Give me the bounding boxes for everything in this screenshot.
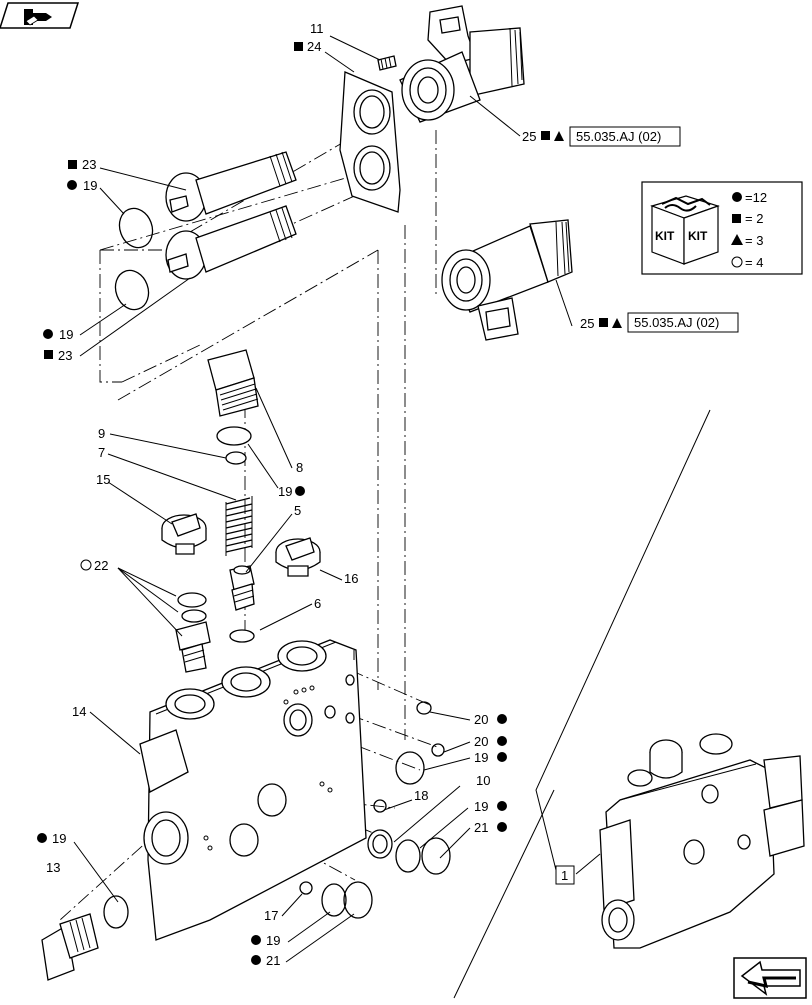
- ref-box-upper: [569, 126, 681, 147]
- square-marker: [541, 131, 550, 140]
- triangle-marker: [612, 318, 622, 328]
- callout-10: 10: [476, 773, 490, 788]
- valve-body: [139, 639, 367, 941]
- callout-21b: 21: [266, 953, 280, 968]
- spool-upper: [165, 151, 297, 222]
- callout-14: 14: [72, 704, 86, 719]
- callout-5: 5: [294, 503, 301, 518]
- dot-marker: [251, 955, 261, 965]
- plug: [207, 349, 259, 417]
- callout-19e: 19: [474, 799, 488, 814]
- ref-box-lower: [627, 312, 739, 333]
- callout-20a: 20: [474, 712, 488, 727]
- callout-8: 8: [296, 460, 303, 475]
- seal-ring: [216, 426, 252, 446]
- callout-1-box: [555, 865, 575, 885]
- screw: [377, 55, 397, 71]
- solenoid-lower: [441, 219, 573, 341]
- ref-label-upper: 55.035.AJ (02): [576, 129, 661, 144]
- callout-23b: 23: [58, 348, 72, 363]
- dot-marker: [43, 329, 53, 339]
- callout-16: 16: [344, 571, 358, 586]
- callout-23a: 23: [82, 157, 96, 172]
- dot-marker: [497, 822, 507, 832]
- ref-label-lower: 55.035.AJ (02): [634, 315, 719, 330]
- dot-marker: [497, 736, 507, 746]
- dot-marker: [67, 180, 77, 190]
- reference-lines: [453, 409, 711, 999]
- callout-9: 9: [98, 426, 105, 441]
- callout-17: 17: [264, 908, 278, 923]
- seal-small: [229, 629, 255, 643]
- dot-marker: [497, 801, 507, 811]
- kit-row-triangle: = 3: [745, 233, 763, 248]
- kit-label-right: KIT: [688, 229, 708, 243]
- kit-row-circle: = 4: [745, 255, 763, 270]
- washer: [225, 451, 247, 465]
- callout-25b: 25: [580, 316, 594, 331]
- kit-square-marker: [732, 214, 741, 223]
- square-marker: [599, 318, 608, 327]
- dot-marker: [295, 486, 305, 496]
- square-marker: [44, 350, 53, 359]
- kit-triangle-marker: [731, 234, 743, 245]
- callout-20b: 20: [474, 734, 488, 749]
- kit-legend: KIT KIT =12 = 2 = 3 = 4: [641, 181, 803, 275]
- square-marker: [68, 160, 77, 169]
- callout-22: 22: [94, 558, 108, 573]
- kit-dot-marker: [732, 192, 742, 202]
- square-marker: [294, 42, 303, 51]
- kit-circle-marker: [731, 256, 743, 268]
- callout-19f: 19: [52, 831, 66, 846]
- kit-row-square: = 2: [745, 211, 763, 226]
- callout-19c: 19: [278, 484, 292, 499]
- callout-21a: 21: [474, 820, 488, 835]
- circle-marker: [80, 559, 92, 571]
- kit-row-dot: =12: [745, 190, 767, 205]
- triangle-marker: [554, 131, 564, 141]
- knob-plug-left: [161, 513, 207, 555]
- o-rings-left: [114, 207, 154, 311]
- callout-19a: 19: [83, 178, 97, 193]
- dot-marker: [497, 752, 507, 762]
- check-valve: [229, 565, 255, 611]
- kit-label-left: KIT: [655, 229, 675, 243]
- callout-25a: 25: [522, 129, 536, 144]
- spring: [225, 496, 253, 556]
- book-pointer-icon[interactable]: [0, 2, 80, 29]
- callout-19g: 19: [266, 933, 280, 948]
- callout-11: 11: [310, 21, 324, 36]
- relief-valve: [175, 592, 211, 673]
- dot-marker: [251, 935, 261, 945]
- callout-19d: 19: [474, 750, 488, 765]
- solenoid-upper: [399, 5, 525, 123]
- callout-18: 18: [414, 788, 428, 803]
- knob-plug-right: [275, 537, 321, 577]
- callout-1: 1: [561, 868, 568, 883]
- spool-lower: [165, 205, 297, 280]
- callout-13: 13: [46, 860, 60, 875]
- drain-plug: [41, 895, 129, 981]
- assembled-valve-view: [599, 733, 805, 949]
- callout-7: 7: [98, 445, 105, 460]
- callout-24: 24: [307, 39, 321, 54]
- callout-labels: 11 24 25 55.035.AJ (02) 23 19 25 55.035.…: [37, 21, 739, 968]
- callout-15: 15: [96, 472, 110, 487]
- kit-box-icon: KIT KIT: [650, 195, 720, 265]
- callout-19b: 19: [59, 327, 73, 342]
- dot-marker: [37, 833, 47, 843]
- body-seals: [299, 701, 451, 919]
- callout-6: 6: [314, 596, 321, 611]
- gasket-plate: [339, 71, 401, 213]
- leader-lines: [73, 35, 573, 963]
- dot-marker: [497, 714, 507, 724]
- return-arrow-icon[interactable]: [733, 957, 807, 999]
